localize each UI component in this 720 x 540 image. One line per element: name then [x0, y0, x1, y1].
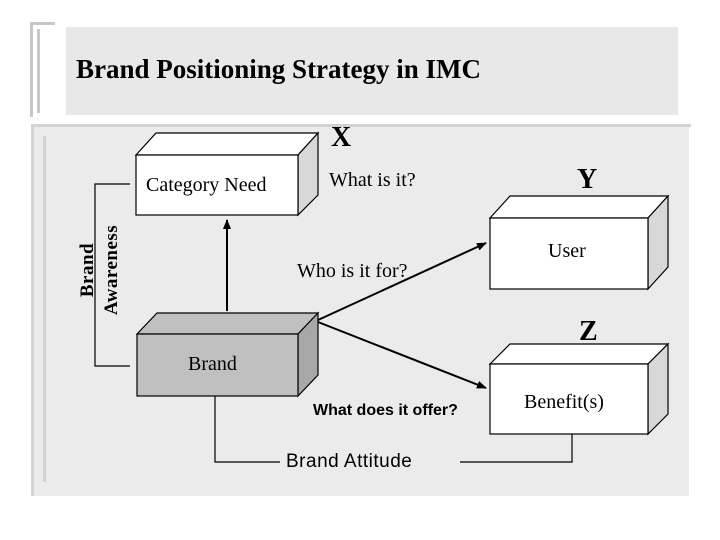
brand-awareness-label: Brand Awareness — [76, 210, 124, 330]
panel-left-rule-inner — [43, 136, 46, 482]
x-label: X — [331, 122, 352, 153]
brand-box — [135, 311, 320, 398]
panel-left-rule — [31, 124, 34, 496]
what-does-it-offer-label: What does it offer? — [313, 402, 458, 419]
brand-label: Brand — [188, 353, 237, 375]
brand-attitude-label: Brand Attitude — [286, 451, 413, 472]
user-box — [488, 194, 670, 291]
title-band — [66, 27, 678, 115]
user-label: User — [548, 240, 586, 262]
awareness-bracket — [94, 183, 130, 367]
attitude-connector-right — [460, 434, 573, 463]
what-is-it-label: What is it? — [329, 169, 416, 191]
who-is-it-for-label: Who is it for? — [297, 260, 408, 282]
arrow-to-benefit — [317, 321, 487, 389]
arrow-to-user — [317, 242, 487, 321]
page-title: Brand Positioning Strategy in IMC — [76, 54, 482, 84]
decorative-bracket — [30, 22, 55, 117]
category-need-box — [134, 131, 320, 217]
panel-divider — [31, 124, 691, 127]
attitude-connector — [214, 396, 280, 463]
brand-awareness-line2: Awareness — [101, 224, 122, 316]
brand-awareness-line1: Brand — [77, 242, 98, 298]
benefit-box — [488, 342, 670, 436]
z-label: Z — [579, 316, 598, 347]
benefits-label: Benefit(s) — [524, 391, 604, 413]
y-label: Y — [577, 164, 598, 195]
category-need-label: Category Need — [146, 174, 267, 196]
